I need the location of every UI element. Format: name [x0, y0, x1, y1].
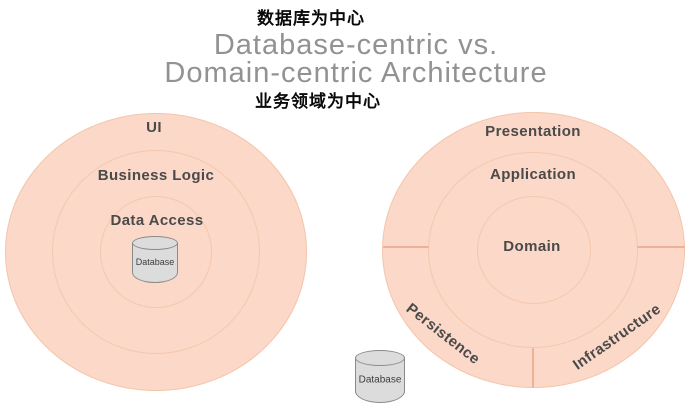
database-cylinder-label: Database — [358, 374, 402, 386]
page-title-line2: Domain-centric Architecture — [164, 57, 548, 89]
left-inner-ring-circle — [100, 196, 212, 308]
right-inner-ring-circle — [477, 196, 591, 304]
label-presentation: Presentation — [485, 123, 581, 140]
right-middle-ring-circle — [428, 152, 638, 348]
page-title-line1: Database-centric vs. — [213, 29, 499, 61]
database-cylinder-icon: Database — [132, 236, 178, 283]
segment-divider-left — [383, 246, 429, 248]
annotation-domain-centric: 业务领域为中心 — [255, 92, 381, 111]
label-application: Application — [489, 166, 577, 183]
label-data-access: Data Access — [110, 212, 204, 229]
cylinder-top-ellipse — [355, 350, 405, 366]
database-cylinder-icon: Database — [355, 350, 405, 403]
left-middle-ring-circle — [52, 150, 260, 354]
label-domain: Domain — [503, 238, 561, 255]
segment-divider-bottom — [532, 348, 534, 388]
segment-divider-right — [637, 246, 685, 248]
label-ui: UI — [146, 119, 162, 136]
cylinder-top-ellipse — [132, 236, 178, 251]
database-cylinder-label: Database — [135, 257, 175, 268]
label-business-logic: Business Logic — [97, 167, 215, 184]
annotation-database-centric: 数据库为中心 — [257, 9, 365, 28]
